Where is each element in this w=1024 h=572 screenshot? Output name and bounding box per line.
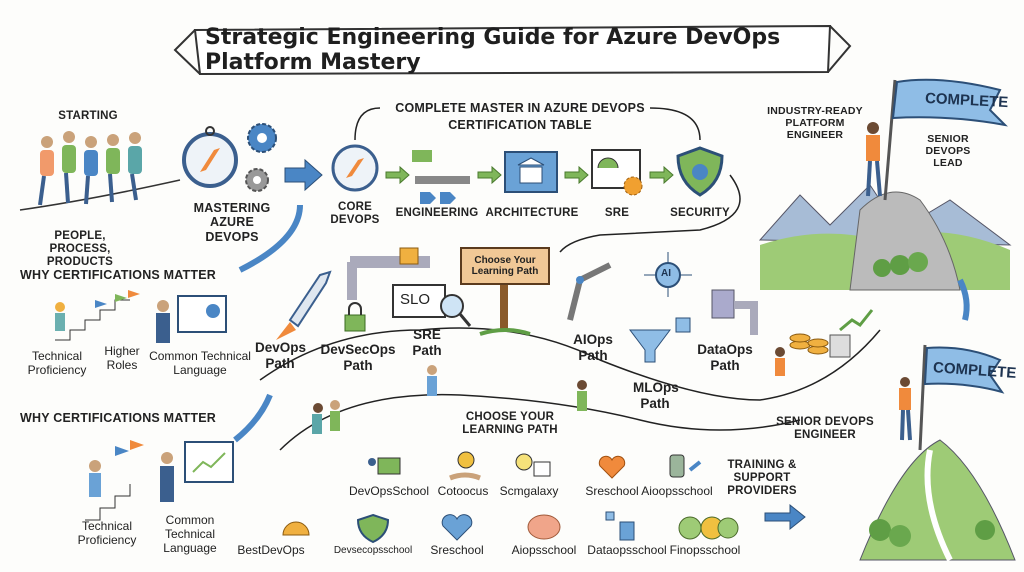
choose-path-signpost: Choose Your Learning Path [460,247,550,285]
flag-bottom-icon [899,344,1005,451]
rocket-icon [276,270,332,340]
person-with-flag-icon [866,122,882,197]
arrow-right-icon [284,158,323,192]
lock-pipe-icon [344,247,430,332]
sre-path[interactable]: SRE Path [412,327,442,358]
step-sre: SRE [604,207,630,219]
presenter-chart-icon [156,295,227,343]
compass-icon [182,126,238,188]
coins-chart-icon [789,309,874,358]
why-certifications-heading-2: Why Certifications Matter [20,411,216,425]
step-engineering: Engineering [395,207,479,219]
provider-cotoocus[interactable]: Cotoocus [437,484,489,498]
stairs-flags-icon [55,290,140,341]
signpost-icon [479,280,531,336]
provider-aiopsschool[interactable]: Aiopsschool [511,543,577,557]
devsecops-path[interactable]: DevSecOps Path [320,342,396,373]
starting-label: Starting [58,110,118,122]
ai-label: AI [661,268,671,279]
funnel-icon [629,317,691,363]
security-shield-icon [676,146,724,197]
senior-devops-lead-label: Senior DevOps Lead [925,133,971,170]
presenter-chart-icon-2 [160,441,234,502]
why1-technical-proficiency: Technical Proficiency [27,349,87,377]
people-group-icon [19,131,181,211]
aiops-path[interactable]: AIOps Path [573,332,613,363]
provider-bestdevops[interactable]: BestDevOps [237,543,305,557]
provider-sreschool-2[interactable]: Sreschool [430,543,484,557]
slo-magnifier-icon [392,284,472,327]
why-certifications-heading-1: Why Certifications Matter [20,268,216,282]
people-walking-icons [312,347,785,434]
industry-ready-label: Industry-Ready Platform Engineer [767,105,863,142]
step-core-devops: Core DevOps [330,201,380,227]
flag-top-icon [883,78,1008,201]
dataops-path[interactable]: DataOps Path [697,342,753,373]
architecture-icon [504,151,558,193]
why2-technical-proficiency: Technical Proficiency [77,519,137,547]
why2-common-language: Common Technical Language [163,513,217,555]
step-architecture: Architecture [485,207,579,219]
robot-arm-icon [567,262,612,321]
sre-dashboard-icon [591,149,643,196]
mountain-summit-top [758,184,1012,291]
provider-devsecopsschool[interactable]: Devsecopsschool [333,545,413,556]
provider-sreschool[interactable]: Sreschool [585,484,639,498]
slo-label: SLO [400,291,431,308]
pipeline-icon [412,150,470,204]
arrow-down-left-icon [238,204,303,273]
provider-finopsschool[interactable]: Finopsschool [669,543,741,557]
why1-common-language: Common Technical Language [149,349,251,377]
devops-path[interactable]: DevOps Path [255,340,307,371]
provider-aioopsschool[interactable]: Aioopsschool [641,484,713,498]
step-security: Security [670,207,730,219]
mastering-azure-devops-label: Mastering Azure DevOps [193,201,271,244]
gear-icon [245,123,277,192]
page-title: Strategic Engineering Guide for Azure De… [205,25,781,75]
choose-learning-path-label: Choose Your Learning Path [462,411,558,437]
training-support-heading: Training & Support Providers [727,459,797,498]
provider-icons [282,451,806,544]
data-pipe-icon [711,289,758,335]
mlops-path[interactable]: MLOps Path [633,380,679,411]
step-arrows [385,165,674,185]
core-devops-compass-icon [331,144,379,192]
provider-devopsschool[interactable]: DevOpsSchool [348,484,430,498]
people-process-products-label: People, Process, Products [46,230,114,269]
provider-scmgalaxy[interactable]: Scmgalaxy [499,484,559,498]
why1-higher-roles: Higher Roles [104,344,140,372]
ai-network-icon [644,252,692,297]
mountain-summit-bottom [859,439,1016,562]
provider-dataopsschool[interactable]: Dataopsschool [587,543,667,557]
stairs-flags-icon-2 [85,440,144,521]
cert-table-heading-line2: Certification Table [448,118,592,132]
cert-table-heading-line1: Complete Master in Azure DevOps [395,101,645,115]
senior-devops-engineer-label: Senior DevOps Engineer [776,416,874,442]
